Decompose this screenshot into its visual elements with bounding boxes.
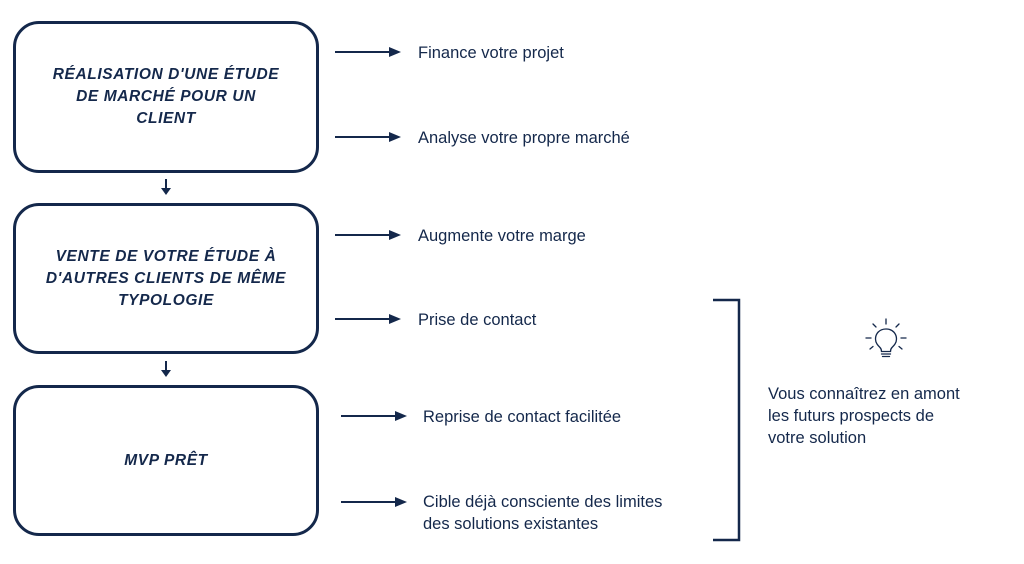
right-arrow-icon	[341, 411, 407, 421]
lightbulb-icon	[865, 318, 907, 358]
right-arrow-icon	[335, 47, 401, 57]
step-title-line: RÉALISATION D'UNE ÉTUDE	[52, 66, 280, 83]
outcome-label: Analyse votre propre marché	[418, 129, 630, 147]
outcome-label: Prise de contact	[418, 311, 537, 329]
step-title-line: VENTE DE VOTRE ÉTUDE À	[55, 247, 277, 265]
outcome-label: Reprise de contact facilitée	[423, 408, 622, 426]
outcome-label: Augmente votre marge	[418, 227, 586, 245]
step-title-line: TYPOLOGIE	[118, 291, 214, 309]
note-line: Vous connaîtrez en amont	[768, 385, 960, 403]
outcome-label: Finance votre projet	[418, 44, 564, 62]
step-box-mvp: MVP PRÊT	[13, 385, 319, 536]
outcome-label-line: Cible déjà consciente des limites	[423, 493, 663, 511]
step-title: VENTE DE VOTRE ÉTUDE À D'AUTRES CLIENTS …	[46, 246, 286, 312]
down-arrow-icon	[161, 361, 171, 377]
note-line: votre solution	[768, 429, 867, 447]
step-title: MVP PRÊT	[124, 450, 207, 472]
step-title-line: CLIENT	[136, 110, 196, 127]
note-text: Vous connaîtrez en amont les futurs pros…	[768, 383, 1018, 449]
step-title-line: DE MARCHÉ POUR UN	[76, 88, 256, 105]
note-line: les futurs prospects de	[768, 407, 934, 425]
right-arrow-icon	[341, 497, 407, 507]
step-box-vente: VENTE DE VOTRE ÉTUDE À D'AUTRES CLIENTS …	[13, 203, 319, 354]
right-arrow-icon	[335, 230, 401, 240]
step-box-etude: RÉALISATION D'UNE ÉTUDE DE MARCHÉ POUR U…	[13, 21, 319, 173]
step-title: RÉALISATION D'UNE ÉTUDE DE MARCHÉ POUR U…	[53, 64, 279, 130]
step-title-line: D'AUTRES CLIENTS DE MÊME	[45, 269, 287, 287]
outcome-label-line: des solutions existantes	[423, 515, 599, 533]
right-arrow-icon	[335, 132, 401, 142]
group-bracket	[713, 298, 741, 542]
outcome-label: Cible déjà consciente des limites des so…	[423, 491, 662, 535]
right-arrow-icon	[335, 314, 401, 324]
step-title-line: MVP PRÊT	[124, 451, 208, 469]
down-arrow-icon	[161, 179, 171, 195]
